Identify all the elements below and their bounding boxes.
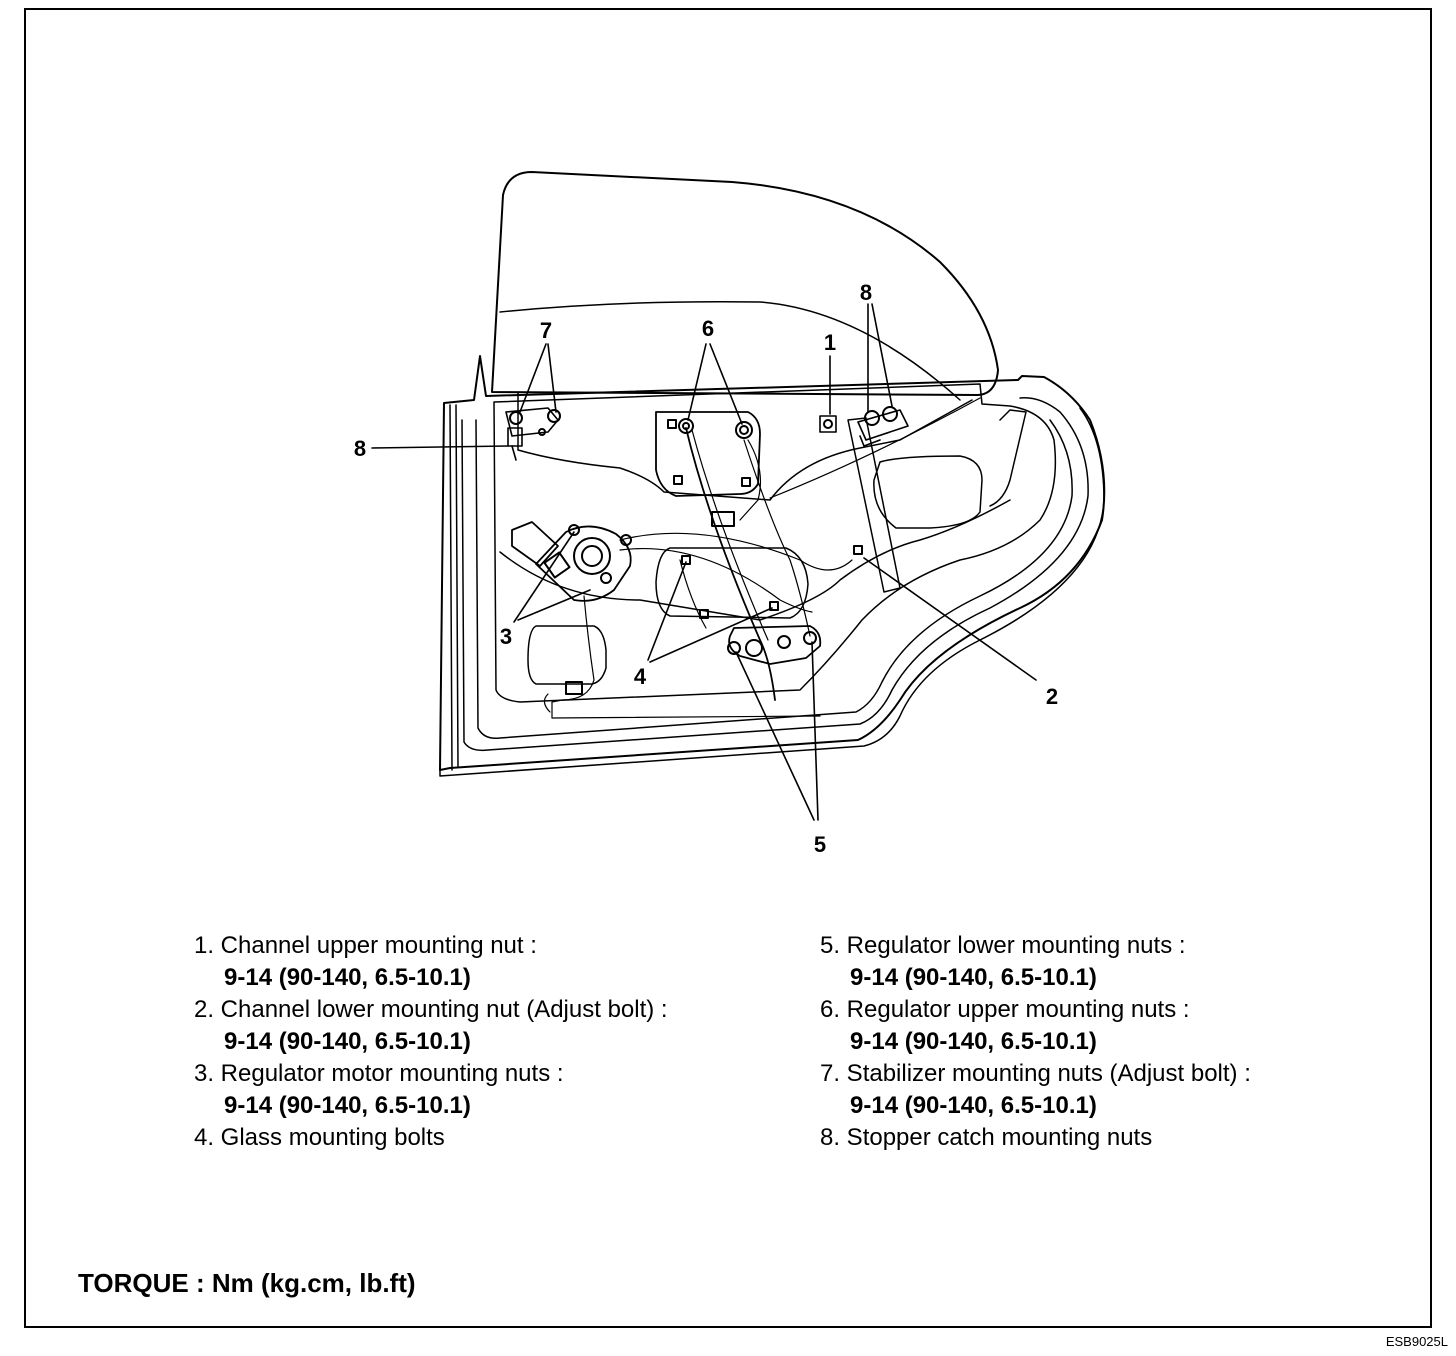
- stopper-catch-left: [507, 427, 523, 447]
- leader-lines: [371, 303, 1037, 821]
- legend-torque-2: 9-14 (90-140, 6.5-10.1): [224, 1028, 471, 1055]
- legend-torque-6: 9-14 (90-140, 6.5-10.1): [850, 1028, 1097, 1055]
- regulator-rail-a: [685, 427, 776, 701]
- legend-item-1: 1. Channel upper mounting nut :: [194, 932, 537, 959]
- hinge-pillar: [449, 404, 459, 771]
- stopper-catch-right: [857, 409, 909, 441]
- motor-nut-3: [600, 572, 612, 584]
- rear-channel-strip: [989, 409, 1027, 507]
- regulator-cable-d: [679, 559, 707, 629]
- lower-bracket-bolt-right2: [777, 635, 791, 649]
- motor-nut-2: [620, 534, 632, 546]
- rail-clip-lower-1: [699, 609, 709, 619]
- lower-regulator-bracket: [728, 625, 822, 665]
- lower-bracket-bolt-right: [803, 631, 817, 645]
- motor-housing: [535, 525, 632, 602]
- service-hole-center: [655, 547, 809, 619]
- bracket-bolt-left: [678, 418, 694, 434]
- legend-item-5: 5. Regulator lower mounting nuts :: [820, 932, 1186, 959]
- door-trim-panel: [493, 383, 1057, 703]
- lower-cable-clip: [565, 681, 583, 695]
- stopper-catch-right-nut-2: [882, 406, 898, 422]
- legend-torque-3: 9-14 (90-140, 6.5-10.1): [224, 1092, 471, 1119]
- legend-item-4: 4. Glass mounting bolts: [194, 1124, 445, 1151]
- upper-cable: [739, 397, 981, 521]
- rail-clip-mid: [711, 511, 735, 527]
- callout-8-left: 8: [354, 436, 366, 461]
- regulator-cable-c: [619, 547, 813, 613]
- door-inner-flange-2: [475, 419, 1073, 740]
- rail-clip-right: [853, 545, 863, 555]
- stabilizer-nut-3: [538, 428, 546, 436]
- legend-torque-1: 9-14 (90-140, 6.5-10.1): [224, 964, 471, 991]
- bracket-bolt-right: [735, 421, 753, 439]
- service-hole-right: [873, 455, 983, 529]
- torque-unit-note: TORQUE : Nm (kg.cm, lb.ft): [78, 1268, 416, 1298]
- bracket-clip-3: [741, 477, 751, 487]
- lower-bracket-bolt-left: [727, 641, 741, 655]
- bracket-clip-1: [667, 419, 677, 429]
- callout-6: 6: [702, 316, 714, 341]
- legend-item-3: 3. Regulator motor mounting nuts :: [194, 1060, 564, 1087]
- legend-item-2: 2. Channel lower mounting nut (Adjust bo…: [194, 996, 668, 1023]
- lower-bracket-bolt-mid: [745, 639, 763, 657]
- door-outer-edge: [439, 407, 1105, 777]
- channel-upper-nut-center: [823, 419, 833, 429]
- service-hole-lower-left: [527, 625, 607, 685]
- stabilizer-nut-1: [509, 411, 523, 425]
- legend-item-7: 7. Stabilizer mounting nuts (Adjust bolt…: [820, 1060, 1251, 1087]
- motor-gear: [573, 537, 611, 575]
- upper-regulator-bracket: [655, 411, 761, 497]
- service-hole-upper: [517, 391, 973, 501]
- channel-upper-nut: [819, 415, 837, 433]
- lower-cutout: [499, 499, 1011, 621]
- regulator-cable-b: [619, 532, 853, 571]
- door-inner-flange: [461, 397, 1089, 752]
- stopper-catch-right-tab: [859, 435, 881, 447]
- lower-cable: [551, 595, 821, 719]
- door-outer-panel: [439, 355, 1106, 771]
- callout-5: 5: [814, 832, 826, 857]
- callout-2: 2: [1046, 684, 1058, 709]
- stabilizer-nut-2: [547, 409, 561, 423]
- regulator-cable-a: [743, 439, 811, 637]
- callout-3: 3: [500, 624, 512, 649]
- motor-nut-1: [568, 524, 580, 536]
- stopper-catch-left-tab: [511, 445, 517, 461]
- window-glass: [491, 171, 999, 396]
- legend-item-8: 8. Stopper catch mounting nuts: [820, 1124, 1153, 1151]
- callout-7: 7: [540, 318, 552, 343]
- motor-body: [511, 521, 559, 567]
- glass-run-channel: [847, 417, 901, 593]
- legend-torque-5: 9-14 (90-140, 6.5-10.1): [850, 964, 1097, 991]
- legend-column-left: 1. Channel upper mounting nut : 9-14 (90…: [194, 930, 668, 1154]
- callout-8-right: 8: [860, 280, 872, 305]
- stopper-catch-right-nut-1: [864, 410, 880, 426]
- legend-torque-7: 9-14 (90-140, 6.5-10.1): [850, 1092, 1097, 1119]
- motor-connector: [543, 551, 571, 579]
- lower-cable-connector: [543, 693, 551, 713]
- figure-code: ESB9025L: [1385, 1334, 1448, 1349]
- legend-column-right: 5. Regulator lower mounting nuts : 9-14 …: [820, 930, 1251, 1154]
- figure-frame: [24, 8, 1432, 1328]
- window-glass-inner: [499, 300, 961, 401]
- callout-1: 1: [824, 330, 836, 355]
- stabilizer-bracket: [505, 407, 559, 437]
- regulator-rail-b: [691, 429, 769, 641]
- motor-gear-inner: [581, 545, 603, 567]
- legend-item-6: 6. Regulator upper mounting nuts :: [820, 996, 1190, 1023]
- bracket-bolt-right-inner: [739, 425, 749, 435]
- rail-clip-lower-2: [769, 601, 779, 611]
- bracket-clip-2: [673, 475, 683, 485]
- callout-4: 4: [634, 664, 647, 689]
